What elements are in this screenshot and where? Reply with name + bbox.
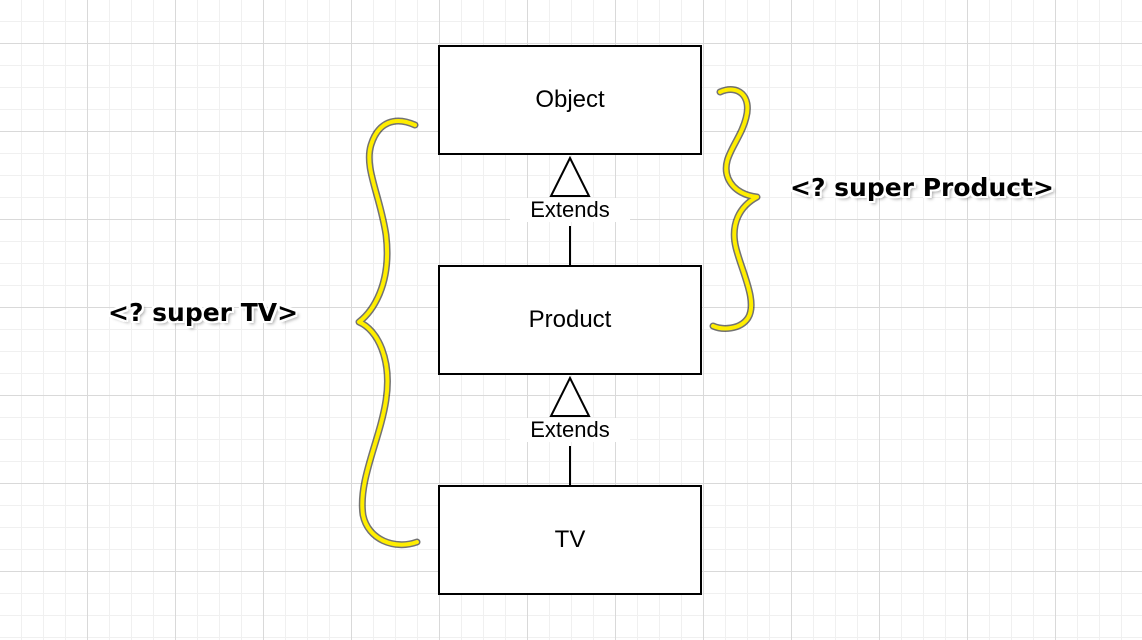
brace-super-tv-fill bbox=[357, 119, 419, 547]
brace-super-tv bbox=[355, 117, 421, 549]
extends-label-tv-product: Extends bbox=[510, 418, 630, 442]
class-name-tv: TV bbox=[554, 526, 586, 553]
inheritance-arrowhead-object bbox=[549, 155, 591, 197]
inheritance-arrowhead-product bbox=[549, 375, 591, 417]
wildcard-label-super-product: <? super Product> bbox=[790, 173, 1054, 202]
extends-label-product-object: Extends bbox=[510, 198, 630, 222]
class-box-object[interactable]: Object bbox=[438, 45, 702, 155]
brace-super-product-fill bbox=[711, 87, 759, 331]
class-box-tv[interactable]: TV bbox=[438, 485, 702, 595]
class-name-object: Object bbox=[535, 86, 605, 113]
wildcard-label-super-tv: <? super TV> bbox=[108, 298, 299, 327]
class-name-product: Product bbox=[528, 306, 612, 333]
class-box-product[interactable]: Product bbox=[438, 265, 702, 375]
